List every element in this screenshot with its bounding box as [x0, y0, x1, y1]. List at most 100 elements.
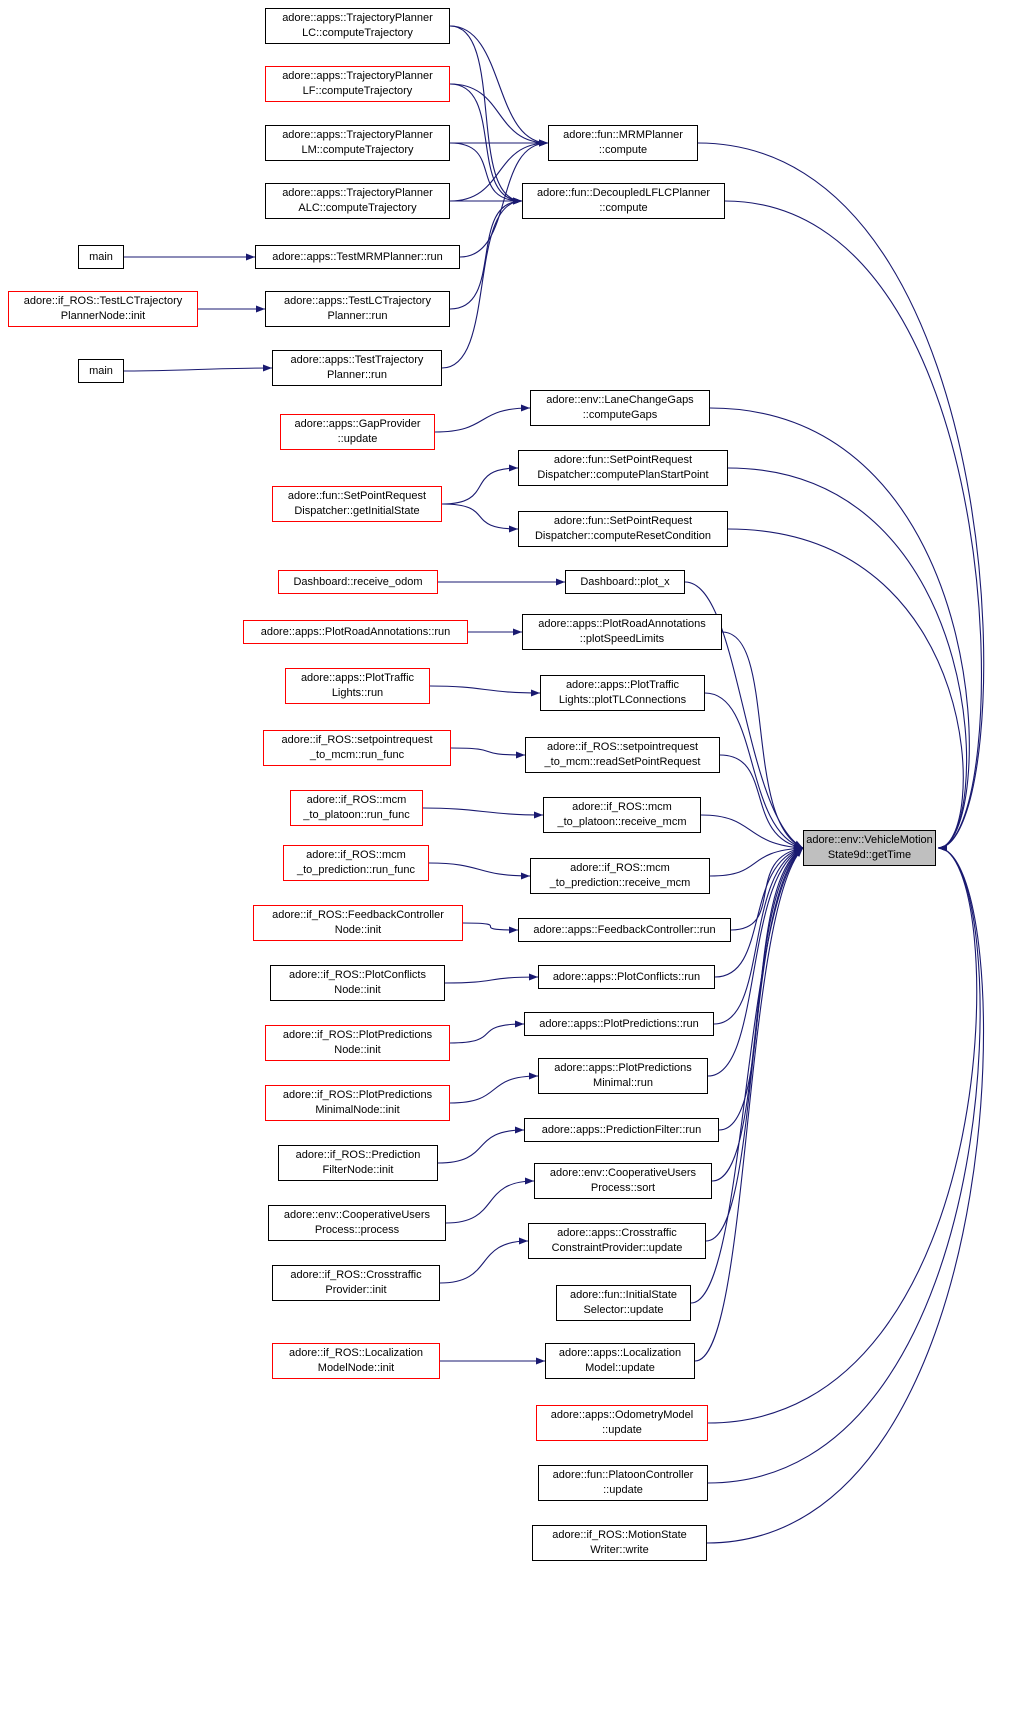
edge-plot_tl_conn--getTime	[704, 692, 804, 849]
graph-node-label: adore::fun::MRMPlanner	[563, 129, 683, 142]
graph-node-label: Dispatcher::computeResetCondition	[534, 530, 712, 542]
graph-node-spr2mcm_read[interactable]: adore::if_ROS::setpointrequest_to_mcm::r…	[525, 737, 720, 773]
edge-spr_reset_cond--getTime	[727, 528, 964, 852]
graph-node-mcm2platoon_run[interactable]: adore::if_ROS::mcm_to_platoon::run_func	[290, 790, 423, 826]
edge-test_mrm_run--mrm_compute	[459, 139, 549, 258]
graph-node-label: FilterNode::init	[322, 1164, 394, 1176]
graph-node-label: ::update	[602, 1424, 642, 1436]
graph-node-mcm2platoon_recv[interactable]: adore::if_ROS::mcm_to_platoon::receive_m…	[543, 797, 701, 833]
graph-node-label: adore::if_ROS::mcm	[306, 794, 407, 807]
graph-node-label: _to_platoon::receive_mcm	[557, 816, 687, 828]
graph-node-lflc_compute[interactable]: adore::fun::DecoupledLFLCPlanner::comput…	[522, 183, 725, 219]
graph-node-dash_plot_x[interactable]: Dashboard::plot_x	[565, 570, 685, 594]
graph-node-platoon_update[interactable]: adore::fun::PlatoonController::update	[538, 1465, 708, 1501]
graph-node-label: adore::apps::PlotPredictions::run	[539, 1017, 699, 1030]
graph-node-label: Provider::init	[325, 1284, 387, 1296]
edge-test_lc_run--lflc_compute	[449, 197, 523, 310]
graph-node-pred_filter_run[interactable]: adore::apps::PredictionFilter::run	[524, 1118, 719, 1142]
edge-mcm2pred_run--mcm2pred_recv	[428, 862, 531, 880]
graph-node-label: ::update	[603, 1484, 643, 1496]
graph-node-label: adore::if_ROS::TestLCTrajectory	[23, 295, 183, 308]
graph-node-label: adore::if_ROS::setpointrequest	[281, 734, 433, 747]
graph-node-test_mrm_run[interactable]: adore::apps::TestMRMPlanner::run	[255, 245, 460, 269]
graph-node-label: Process::process	[314, 1224, 400, 1236]
graph-node-label: Dispatcher::computePlanStartPoint	[537, 469, 709, 481]
edge-spr_plan_start--getTime	[727, 467, 968, 852]
graph-node-odometry_update[interactable]: adore::apps::OdometryModel::update	[536, 1405, 708, 1441]
graph-node-label: adore::if_ROS::PlotPredictions	[282, 1089, 433, 1102]
edge-tp_alc--mrm_compute	[449, 139, 549, 202]
graph-node-label: Dashboard::plot_x	[580, 575, 670, 588]
graph-node-label: Dashboard::receive_odom	[293, 575, 423, 588]
edge-tp_lf--mrm_compute	[449, 83, 549, 147]
graph-node-plot_conflicts_run[interactable]: adore::apps::PlotConflicts::run	[538, 965, 715, 989]
graph-node-label: adore::fun::DecoupledLFLCPlanner	[536, 187, 711, 200]
graph-node-lane_change_gaps[interactable]: adore::env::LaneChangeGaps::computeGaps	[530, 390, 710, 426]
graph-node-gap_provider_update[interactable]: adore::apps::GapProvider::update	[280, 414, 435, 450]
graph-node-feedback_run[interactable]: adore::apps::FeedbackController::run	[518, 918, 731, 942]
graph-node-label: Model::update	[585, 1362, 655, 1374]
graph-node-dash_receive_odom[interactable]: Dashboard::receive_odom	[278, 570, 438, 594]
graph-node-main2[interactable]: main	[78, 359, 124, 383]
graph-node-label: adore::if_ROS::mcm	[570, 862, 670, 875]
edge-lane_change_gaps--getTime	[709, 407, 970, 852]
graph-node-plot_road_limits[interactable]: adore::apps::PlotRoadAnnotations::plotSp…	[522, 614, 722, 650]
edge-plot_pred_run--getTime	[713, 847, 804, 1025]
graph-node-plot_pred_run[interactable]: adore::apps::PlotPredictions::run	[524, 1012, 714, 1036]
graph-node-label: adore::apps::FeedbackController::run	[533, 923, 716, 936]
graph-node-label: adore::fun::SetPointRequest	[553, 515, 693, 528]
graph-node-spr2mcm_run[interactable]: adore::if_ROS::setpointrequest_to_mcm::r…	[263, 730, 451, 766]
graph-node-label: Node::init	[334, 924, 382, 936]
graph-node-label: adore::fun::SetPointRequest	[287, 490, 427, 503]
edge-tp_lc--lflc_compute	[449, 25, 523, 205]
graph-node-label: adore::apps::Crosstraffic	[557, 1227, 677, 1240]
edge-localization_update--getTime	[694, 847, 804, 1362]
graph-node-mcm2pred_recv[interactable]: adore::if_ROS::mcm_to_prediction::receiv…	[530, 858, 710, 894]
edge-plot_road_limits--getTime	[721, 631, 804, 849]
graph-node-mcm2pred_run[interactable]: adore::if_ROS::mcm_to_prediction::run_fu…	[283, 845, 429, 881]
graph-node-plot_road_run[interactable]: adore::apps::PlotRoadAnnotations::run	[243, 620, 468, 644]
edge-pred_filter_node_init--pred_filter_run	[437, 1126, 525, 1164]
graph-node-label: _to_prediction::receive_mcm	[549, 877, 691, 889]
graph-node-label: Process::sort	[590, 1182, 656, 1194]
graph-node-label: ::update	[337, 433, 378, 445]
graph-node-label: ::compute	[599, 202, 648, 214]
graph-node-main1[interactable]: main	[78, 245, 124, 269]
graph-node-label: _to_prediction::run_func	[296, 864, 416, 876]
edge-odometry_update--getTime	[707, 844, 978, 1424]
graph-node-label: Node::init	[334, 1044, 381, 1056]
graph-node-label: adore::apps::PlotConflicts::run	[552, 970, 701, 983]
edge-main2--test_traj_run	[123, 364, 273, 372]
graph-node-label: adore::apps::PlotPredictions	[554, 1062, 692, 1075]
graph-node-mrm_compute[interactable]: adore::fun::MRMPlanner::compute	[548, 125, 698, 161]
